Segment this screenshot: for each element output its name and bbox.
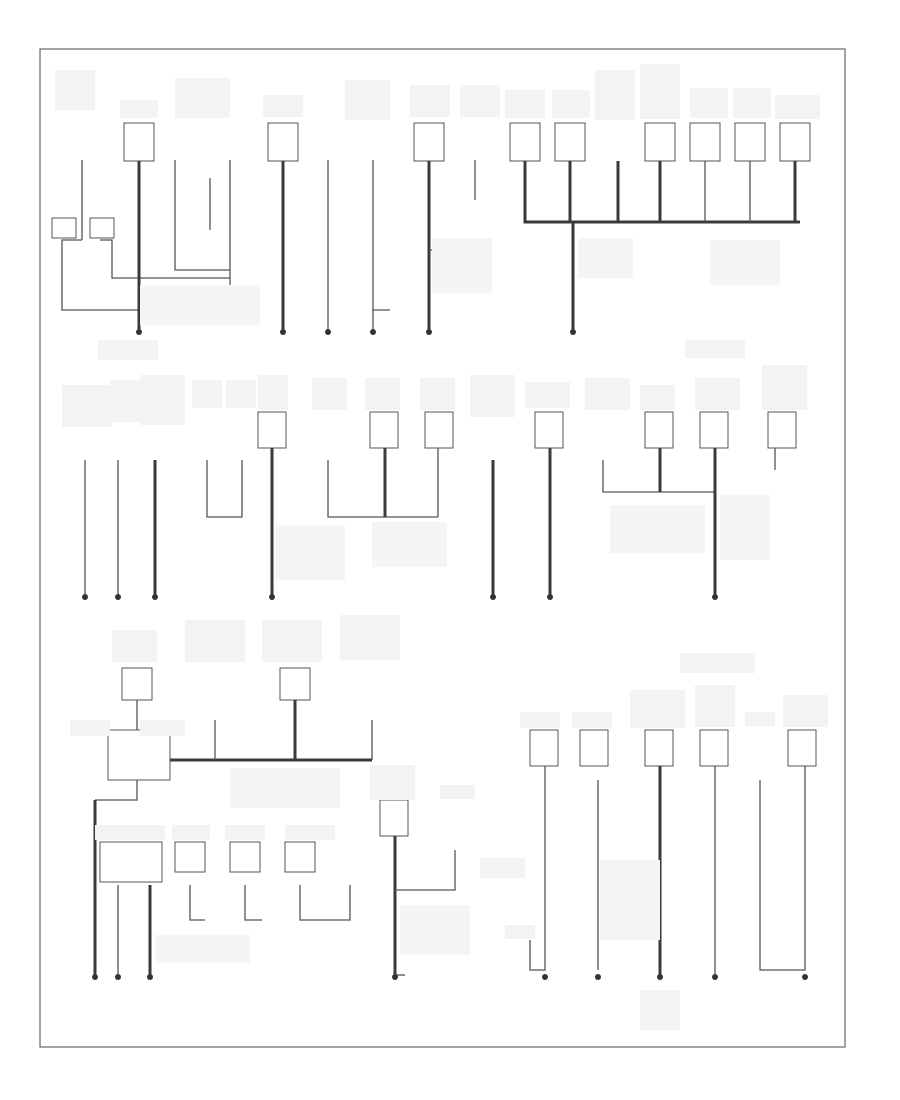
- ground-point: [269, 594, 275, 600]
- component-box: [644, 122, 676, 162]
- component-box: [424, 411, 454, 449]
- component-box: [99, 841, 163, 883]
- component-box: [509, 122, 541, 162]
- faint-labels-middle: [62, 340, 807, 580]
- component-box: [644, 729, 674, 767]
- faint-labels-upper: [55, 64, 820, 325]
- ground-point: [392, 974, 398, 980]
- ground-point: [280, 329, 286, 335]
- component-box: [413, 122, 445, 162]
- ground-point: [595, 974, 601, 980]
- component-box: [689, 122, 721, 162]
- ground-point: [426, 329, 432, 335]
- component-box: [89, 217, 115, 239]
- component-box: [699, 729, 729, 767]
- component-box: [123, 122, 155, 162]
- ground-point: [370, 329, 376, 335]
- component-box: [369, 411, 399, 449]
- section-upper: [51, 64, 820, 335]
- component-box: [257, 411, 287, 449]
- ground-point: [115, 594, 121, 600]
- ground-point: [712, 974, 718, 980]
- ground-point: [490, 594, 496, 600]
- component-box: [229, 841, 261, 873]
- section-middle: [62, 340, 807, 600]
- component-box: [579, 729, 609, 767]
- faint-labels-lower: [70, 615, 828, 1030]
- ground-point: [570, 329, 576, 335]
- ground-point: [547, 594, 553, 600]
- ground-point: [136, 329, 142, 335]
- section-lower: [70, 615, 828, 1030]
- component-box: [644, 411, 674, 449]
- component-box: [267, 122, 299, 162]
- component-box: [767, 411, 797, 449]
- diagram-frame: [39, 48, 846, 1048]
- component-box: [734, 122, 766, 162]
- ground-point: [325, 329, 331, 335]
- component-box: [107, 729, 171, 781]
- ground-point: [147, 974, 153, 980]
- component-box: [554, 122, 586, 162]
- ground-point: [657, 974, 663, 980]
- component-box: [51, 217, 77, 239]
- ground-point: [152, 594, 158, 600]
- component-box: [529, 729, 559, 767]
- component-box: [284, 841, 316, 873]
- component-box: [779, 122, 811, 162]
- component-box: [121, 667, 153, 701]
- ground-point: [542, 974, 548, 980]
- ground-point: [802, 974, 808, 980]
- ground-point: [115, 974, 121, 980]
- ground-point: [82, 594, 88, 600]
- component-box: [699, 411, 729, 449]
- component-box: [534, 411, 564, 449]
- ground-point: [92, 974, 98, 980]
- component-box: [379, 799, 409, 837]
- ground-point: [712, 594, 718, 600]
- component-box: [787, 729, 817, 767]
- component-box: [279, 667, 311, 701]
- component-box: [174, 841, 206, 873]
